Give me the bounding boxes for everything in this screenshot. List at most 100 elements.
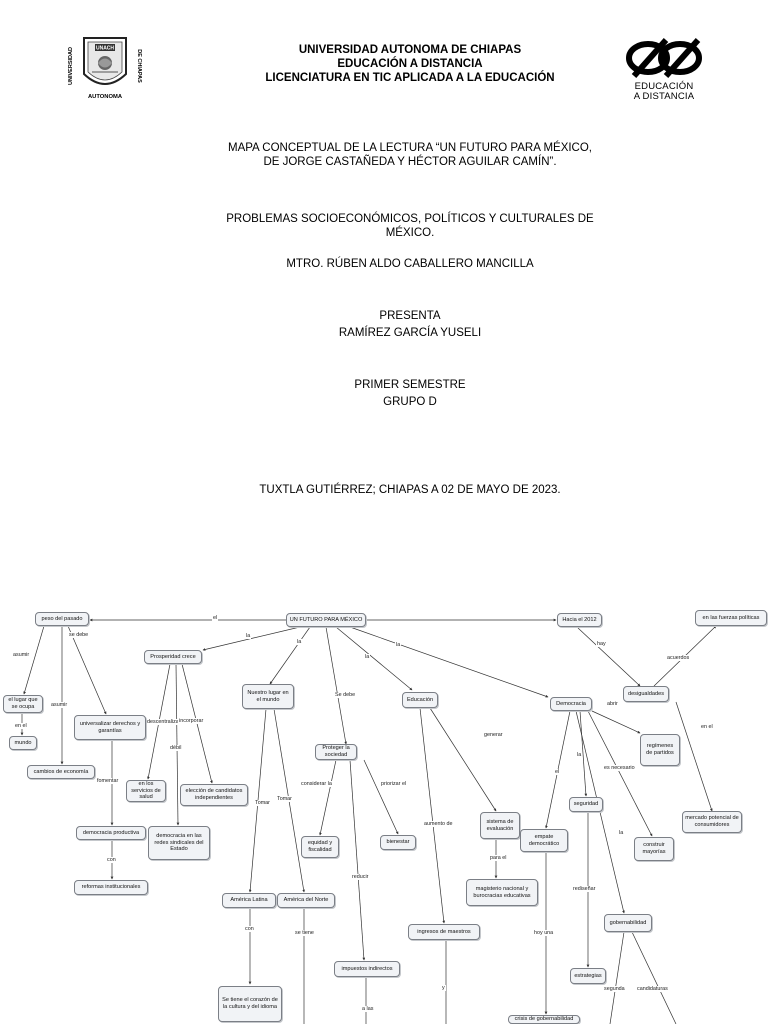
ead-mark-icon [626, 38, 702, 78]
link-label: la [296, 639, 303, 645]
concept-node: crisis de gobernabilidad [508, 1015, 580, 1024]
group-line: GRUPO D [383, 396, 437, 408]
concept-node: bienestar [380, 835, 416, 850]
link-label: el [212, 615, 219, 621]
link-label: hay [596, 641, 607, 647]
link-label: descentralizar [146, 719, 182, 725]
concept-node: universalizar derechos y garantías [74, 715, 146, 740]
link-label: asumir [12, 652, 31, 658]
concept-node: regímenes de partidos [640, 734, 680, 766]
concept-node-root: UN FUTURO PARA MÉXICO [286, 613, 366, 627]
link-label: con [244, 926, 255, 932]
link-label: reducir [351, 874, 370, 880]
concept-node: mundo [9, 736, 37, 750]
link-label: la [618, 830, 625, 836]
concept-node: el lugar que se ocupa [3, 695, 43, 713]
concept-node: Se tiene el corazón de la cultura y del … [218, 986, 282, 1022]
concept-node: en los servicios de salud [126, 780, 166, 802]
concept-node: elección de candidatos independientes [180, 784, 248, 806]
logo-caption: EDUCACIÓN A DISTANCIA [624, 82, 704, 102]
link-label: en el [14, 723, 28, 729]
link-label: hoy una [533, 930, 555, 936]
concept-node: reformas institucionales [74, 880, 148, 895]
link-label: abrir [606, 701, 619, 707]
concept-node: gobernabilidad [604, 914, 652, 932]
link-label: se tiene [294, 930, 315, 936]
link-label: incorporar [178, 718, 205, 724]
logo-caption-line1: EDUCACIÓN [634, 81, 694, 92]
link-label: a las [361, 1006, 375, 1012]
concept-map-links [20, 618, 717, 1024]
place-date: TUXTLA GUTIÉRREZ; CHIAPAS A 02 DE MAYO D… [259, 484, 561, 496]
link-label: candidaturas [636, 986, 669, 992]
concept-node: Democracia [550, 697, 592, 711]
link-label: con [106, 857, 117, 863]
presents-label: PRESENTA [379, 310, 441, 322]
link-label: y [441, 985, 446, 991]
link-label: la [364, 654, 371, 660]
logo-top-text: UNIVERSIDAD [68, 47, 74, 85]
link-label: la [576, 752, 583, 758]
concept-node: empate democrático [520, 829, 568, 852]
link-label: generar [483, 732, 504, 738]
concept-node: América Latina [222, 893, 276, 908]
concept-node: democracia productiva [76, 826, 146, 840]
link-label: Se debe [334, 692, 357, 698]
educacion-distancia-logo: EDUCACIÓN A DISTANCIA [624, 36, 704, 106]
link-label: fomentar [96, 778, 120, 784]
link-label: segunda [603, 986, 626, 992]
unach-logo: UNIVERSIDAD DE CHIAPAS UNACH AUTONOMA [62, 32, 148, 102]
concept-node: cambios de economía [27, 765, 95, 779]
logo-bottom-text: AUTONOMA [88, 94, 123, 100]
student-name: RAMÍREZ GARCÍA YUSELI [338, 327, 482, 339]
concept-map: el se debe la la la la asumir asumir en … [0, 592, 768, 1024]
link-label: priorizar el [380, 781, 408, 787]
concept-node: Proteger la sociedad [315, 744, 357, 760]
semester-line: PRIMER SEMESTRE [354, 379, 466, 391]
program-line: LICENCIATURA EN TIC APLICADA A LA EDUCAC… [265, 72, 555, 84]
concept-node: construir mayorías [634, 837, 674, 861]
logo-right-text: DE CHIAPAS [136, 49, 142, 83]
concept-node: Hacia el 2012 [557, 613, 602, 627]
link-label: para el [489, 855, 508, 861]
link-label: rediseñar [572, 886, 597, 892]
concept-node: estrategias [570, 968, 606, 984]
concept-node: magisterio nacional y burocracias educat… [466, 879, 538, 906]
university-line: UNIVERSIDAD AUTONOMA DE CHIAPAS [298, 44, 522, 56]
concept-node: Nuestro lugar en el mundo [242, 684, 294, 709]
concept-node: democracia en las redes sindicales del E… [148, 826, 210, 860]
concept-node: impuestos indirectos [334, 961, 400, 977]
link-label: la [245, 633, 252, 639]
concept-node: equidad y fiscalidad [301, 836, 339, 858]
link-label: Tomar [276, 796, 293, 802]
link-label: en el [700, 724, 714, 730]
link-label: el [554, 769, 561, 775]
title-line1: MAPA CONCEPTUAL DE LA LECTURA “UN FUTURO… [227, 142, 593, 154]
course-line1: PROBLEMAS SOCIOECONÓMICOS, POLÍTICOS Y C… [226, 213, 594, 225]
concept-node: sistema de evaluación [480, 812, 520, 839]
modality-line: EDUCACIÓN A DISTANCIA [337, 58, 483, 70]
concept-node: Prosperidad crece [144, 650, 202, 664]
concept-node: América del Norte [277, 893, 335, 908]
teacher-name: MTRO. RÚBEN ALDO CABALLERO MANCILLA [286, 258, 534, 270]
logo-badge: UNACH [96, 46, 114, 52]
link-label: asumir [50, 702, 69, 708]
concept-node: seguridad [569, 797, 603, 812]
link-label: Tomar [254, 800, 271, 806]
link-label: considerar la [300, 781, 333, 787]
link-label: se debe [68, 632, 90, 638]
link-label: aumento de [423, 821, 454, 827]
title-line2: DE JORGE CASTAÑEDA Y HÉCTOR AGUILAR CAMÍ… [263, 156, 557, 168]
link-label: débil [169, 745, 183, 751]
course-line2: MÉXICO. [385, 227, 435, 239]
concept-node: desigualdades [623, 686, 669, 702]
concept-node: Educación [402, 692, 438, 708]
link-label: acuerdos [666, 655, 691, 661]
concept-node: ingresos de maestros [408, 924, 480, 940]
link-label: es necesario [603, 765, 636, 771]
concept-node: peso del pasado [35, 612, 89, 626]
concept-node: en las fuerzas políticas [695, 610, 767, 626]
link-label: la [395, 642, 402, 648]
logo-caption-line2: A DISTANCIA [633, 91, 695, 102]
